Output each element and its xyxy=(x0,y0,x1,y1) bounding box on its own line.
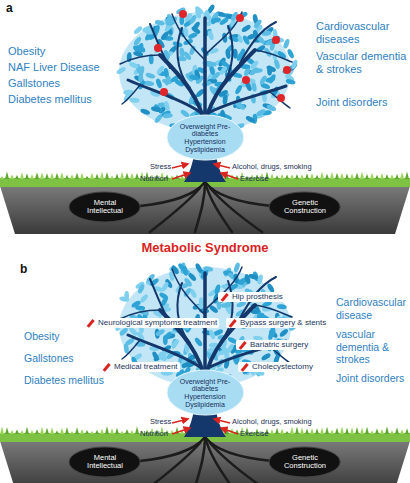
disease-label: Gallstones xyxy=(24,352,74,365)
disease-label: Cardiovascular disease xyxy=(336,296,408,321)
factor-label: Stress xyxy=(150,417,171,426)
disease-label: Obesity xyxy=(24,330,60,343)
ellipse-outline xyxy=(269,447,340,477)
risk-ellipse: Overweight Pre-diabetes Hypertension Dys… xyxy=(166,114,245,161)
influence-arrows xyxy=(172,164,238,179)
branches xyxy=(120,12,292,125)
node-text: Overweight Pre-diabetes Hypertension Dys… xyxy=(179,123,231,154)
leaves xyxy=(116,4,299,135)
treatment-label: Hip prosthesis xyxy=(218,292,285,302)
root-circle: Mental Intellectual xyxy=(68,191,141,223)
factor-label: Alcohol, drugs, smoking xyxy=(232,417,312,426)
ellipse-outline xyxy=(167,115,244,160)
root-circle: Genetic Construction xyxy=(268,446,341,478)
ellipse-outline xyxy=(269,192,340,222)
roots xyxy=(140,437,272,483)
treatment-label: Cholecystectomy xyxy=(238,362,315,372)
factor-label: Alcohol, drugs, smoking xyxy=(232,162,312,171)
panel-letter: b xyxy=(20,262,27,276)
ellipse-outline xyxy=(167,370,244,415)
disease-label: Joint disorders xyxy=(336,372,408,385)
factor-label: Stress xyxy=(150,162,171,171)
node-text: Overweight Pre-diabetes Hypertension Dys… xyxy=(179,378,231,409)
factor-label: Exercise xyxy=(240,174,269,183)
panel-title: Metabolic Syndrome xyxy=(141,240,268,255)
factor-label: Nutrition xyxy=(140,174,168,183)
disease-label: Cardiovascular diseases xyxy=(316,20,408,46)
disease-label: Diabetes mellitus xyxy=(24,374,104,387)
treatment-label: Bypass surgery & stents xyxy=(226,318,328,328)
canopy xyxy=(119,12,291,132)
node-text: Genetic Construction xyxy=(281,199,329,216)
roots xyxy=(140,182,272,232)
disease-label: Vascular dementia & strokes xyxy=(316,50,408,76)
factor-label: Exercise xyxy=(240,429,269,438)
root-circle: Genetic Construction xyxy=(268,191,341,223)
ellipse-outline xyxy=(69,192,140,222)
factor-label: Nutrition xyxy=(140,429,168,438)
node-text: Genetic Construction xyxy=(281,454,329,471)
treatment-label: Neurological symptoms treatment xyxy=(84,318,219,328)
disease-label: Gallstones xyxy=(8,77,60,90)
disease-label: Diabetes mellitus xyxy=(8,93,92,106)
treatment-label: Bariatric surgery xyxy=(236,340,310,350)
disease-label: Joint disorders xyxy=(316,96,408,109)
disease-label: vascular dementia & strokes xyxy=(336,328,408,366)
ellipse-outline xyxy=(69,447,140,477)
root-circle: Mental Intellectual xyxy=(68,446,141,478)
risk-ellipse: Overweight Pre-diabetes Hypertension Dys… xyxy=(166,369,245,416)
disease-label: Obesity xyxy=(8,45,45,58)
treatment-label: Medical treatment xyxy=(100,362,180,372)
node-text: Mental Intellectual xyxy=(81,454,129,471)
influence-arrows xyxy=(172,419,238,434)
node-text: Mental Intellectual xyxy=(81,199,129,216)
apples xyxy=(154,10,291,102)
disease-label: NAF Liver Disease xyxy=(8,61,100,74)
panel-letter: a xyxy=(6,1,13,15)
